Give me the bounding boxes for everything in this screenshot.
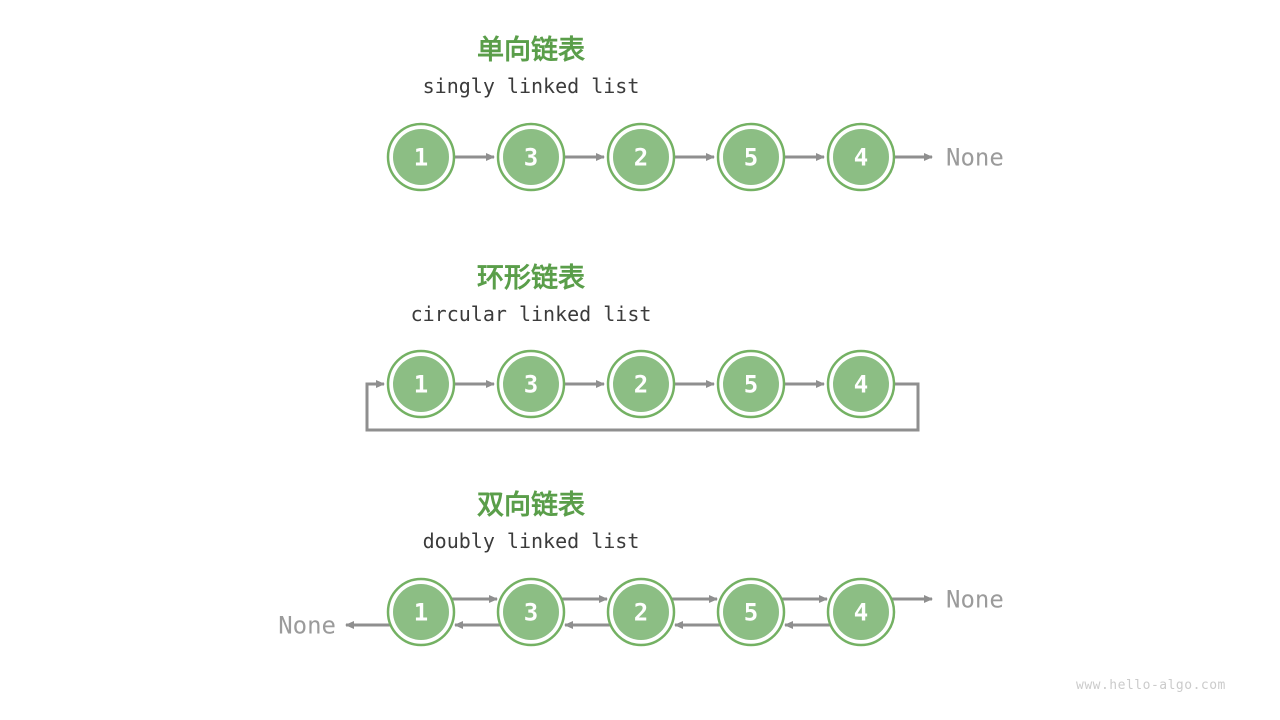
section-subtitle-doubly: doubly linked list: [422, 529, 640, 553]
list-node: 4: [826, 577, 896, 647]
row-circular: 1 3 2 5 4: [365, 349, 920, 432]
node-body: [503, 129, 559, 185]
list-node: 1: [386, 349, 456, 419]
node-body: [723, 356, 779, 412]
node-value: 4: [854, 598, 868, 626]
node-value: 3: [524, 143, 538, 171]
node-value: 1: [414, 143, 428, 171]
node-value: 1: [414, 370, 428, 398]
node-body: [723, 584, 779, 640]
row-singly: None 1 3 2 5 4: [386, 122, 1004, 192]
section-title-circular: 环形链表: [477, 263, 585, 293]
node-value: 2: [634, 598, 648, 626]
section-title-doubly: 双向链表: [477, 490, 585, 520]
node-value: 3: [524, 598, 538, 626]
list-node: 4: [826, 349, 896, 419]
node-value: 1: [414, 598, 428, 626]
node-body: [613, 356, 669, 412]
loop-back-arrow: [365, 380, 920, 432]
list-node: 3: [496, 577, 566, 647]
node-value: 5: [744, 598, 758, 626]
node-body: [613, 584, 669, 640]
node-body: [613, 129, 669, 185]
node-value: 2: [634, 370, 648, 398]
list-node: 5: [716, 349, 786, 419]
list-node: 2: [606, 122, 676, 192]
tail-none-label: None: [946, 143, 1004, 171]
node-value: 5: [744, 143, 758, 171]
section-subtitle-singly: singly linked list: [422, 74, 640, 98]
node-body: [393, 129, 449, 185]
node-body: [393, 356, 449, 412]
node-value: 3: [524, 370, 538, 398]
node-body: [833, 129, 889, 185]
tail-none-label: None: [946, 585, 1004, 613]
list-node: 5: [716, 122, 786, 192]
head-none-label: None: [278, 611, 336, 639]
node-body: [833, 584, 889, 640]
list-node: 2: [606, 349, 676, 419]
section-subtitle-circular: circular linked list: [410, 302, 652, 326]
list-node: 2: [606, 577, 676, 647]
section-title-singly: 单向链表: [477, 35, 585, 65]
list-node: 1: [386, 577, 456, 647]
list-node: 3: [496, 122, 566, 192]
list-node: 1: [386, 122, 456, 192]
node-body: [503, 584, 559, 640]
node-body: [393, 584, 449, 640]
node-value: 5: [744, 370, 758, 398]
watermark: www.hello-algo.com: [1076, 678, 1226, 693]
node-value: 4: [854, 143, 868, 171]
node-body: [833, 356, 889, 412]
list-node: 5: [716, 577, 786, 647]
node-body: [503, 356, 559, 412]
node-body: [723, 129, 779, 185]
node-value: 2: [634, 143, 648, 171]
list-node: 4: [826, 122, 896, 192]
list-node: 3: [496, 349, 566, 419]
node-value: 4: [854, 370, 868, 398]
